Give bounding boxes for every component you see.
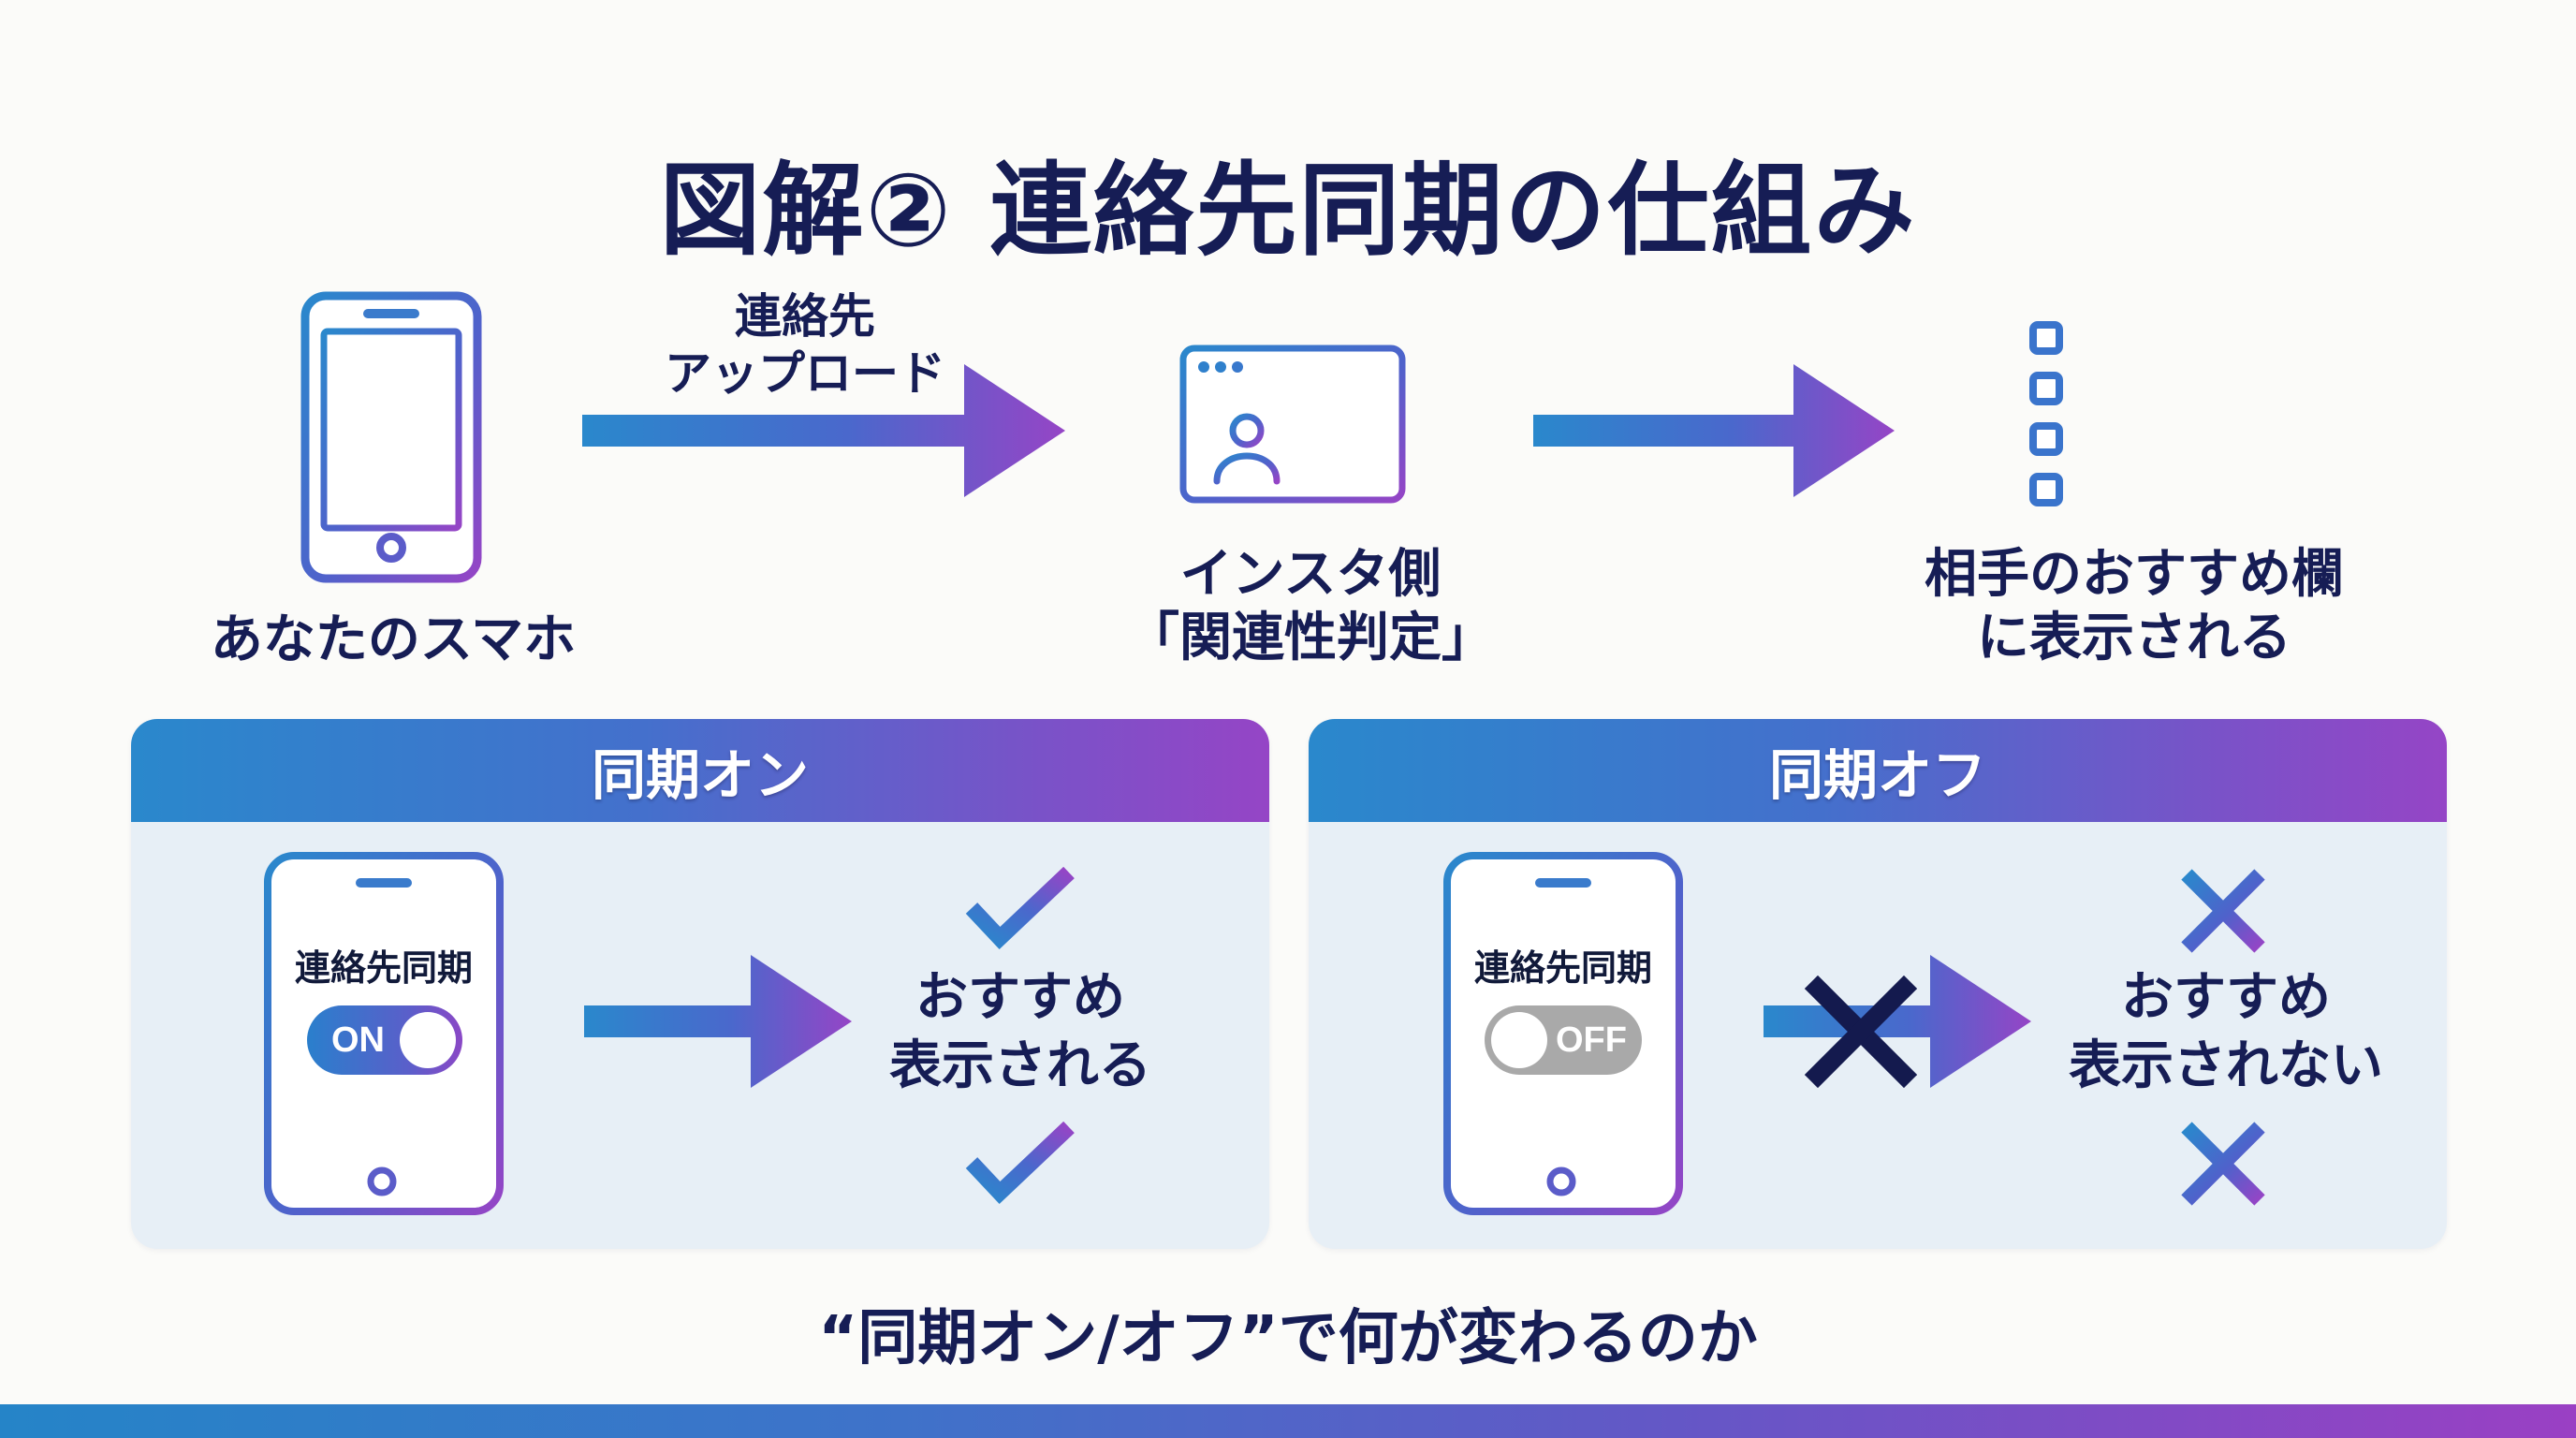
toggle-off-label: OFF [1556,1020,1627,1060]
sync-off-result-line1: おすすめ [2121,967,2331,1028]
check-icon [965,1122,1075,1205]
insta-label-line2: 「関連性判定」 [1127,608,1494,669]
profile-window-icon [1179,345,1406,504]
judge-arrow-icon [1533,364,1895,497]
sync-off-panel: 同期オフ 連絡先同期 OFF おすすめ 表示されない [1309,719,2447,1249]
cross-icon [2181,869,2265,953]
blocked-arrow-icon [1764,955,2031,1088]
bottom-gradient-bar [0,1404,2576,1438]
sync-on-header: 同期オン [131,719,1269,822]
phone-sync-label: 連絡先同期 [294,947,473,989]
sync-on-result: おすすめ 表示される [842,964,1198,1101]
step-phone-label: あなたのスマホ [210,609,577,670]
footer-caption: “同期オン/オフ”で何が変わるのか [818,1304,1758,1373]
upload-label-line1: 連絡先 [735,289,875,344]
upload-label-line2: アップロード [665,346,945,401]
upload-arrow-label: 連絡先 アップロード [599,288,1011,403]
upload-arrow-icon [582,364,1065,497]
sync-on-result-line2: 表示される [889,1034,1151,1096]
block-cross-icon [1805,976,1917,1088]
step-insta-label: インスタ側 「関連性判定」 [1058,543,1563,671]
check-icon [965,867,1075,950]
sync-toggle-off[interactable]: OFF [1485,1005,1642,1075]
recommend-label-line2: に表示される [1977,608,2291,669]
sync-off-result: おすすめ 表示されない [2029,964,2422,1101]
cross-icon [2181,1122,2265,1206]
phone-sync-label: 連絡先同期 [1473,947,1652,989]
step-recommend-label: 相手のおすすめ欄 に表示される [1853,543,2415,671]
sync-arrow-icon [584,955,852,1088]
sync-off-header: 同期オフ [1309,719,2447,822]
page-title: 図解② 連絡先同期の仕組み [659,153,1917,270]
toggle-knob [400,1012,456,1068]
sync-toggle-on[interactable]: ON [307,1005,462,1075]
insta-label-line1: インスタ側 [1179,544,1442,605]
toggle-knob [1491,1012,1547,1068]
toggle-on-label: ON [331,1020,385,1060]
sync-off-result-line2: 表示されない [2069,1034,2383,1096]
sync-on-panel: 同期オン 連絡先同期 ON おすすめ 表示される [131,719,1269,1249]
list-icon [2029,321,2255,506]
sync-on-result-line1: おすすめ [915,967,1125,1028]
smartphone-icon [300,291,482,583]
recommend-label-line1: 相手のおすすめ欄 [1925,544,2344,605]
